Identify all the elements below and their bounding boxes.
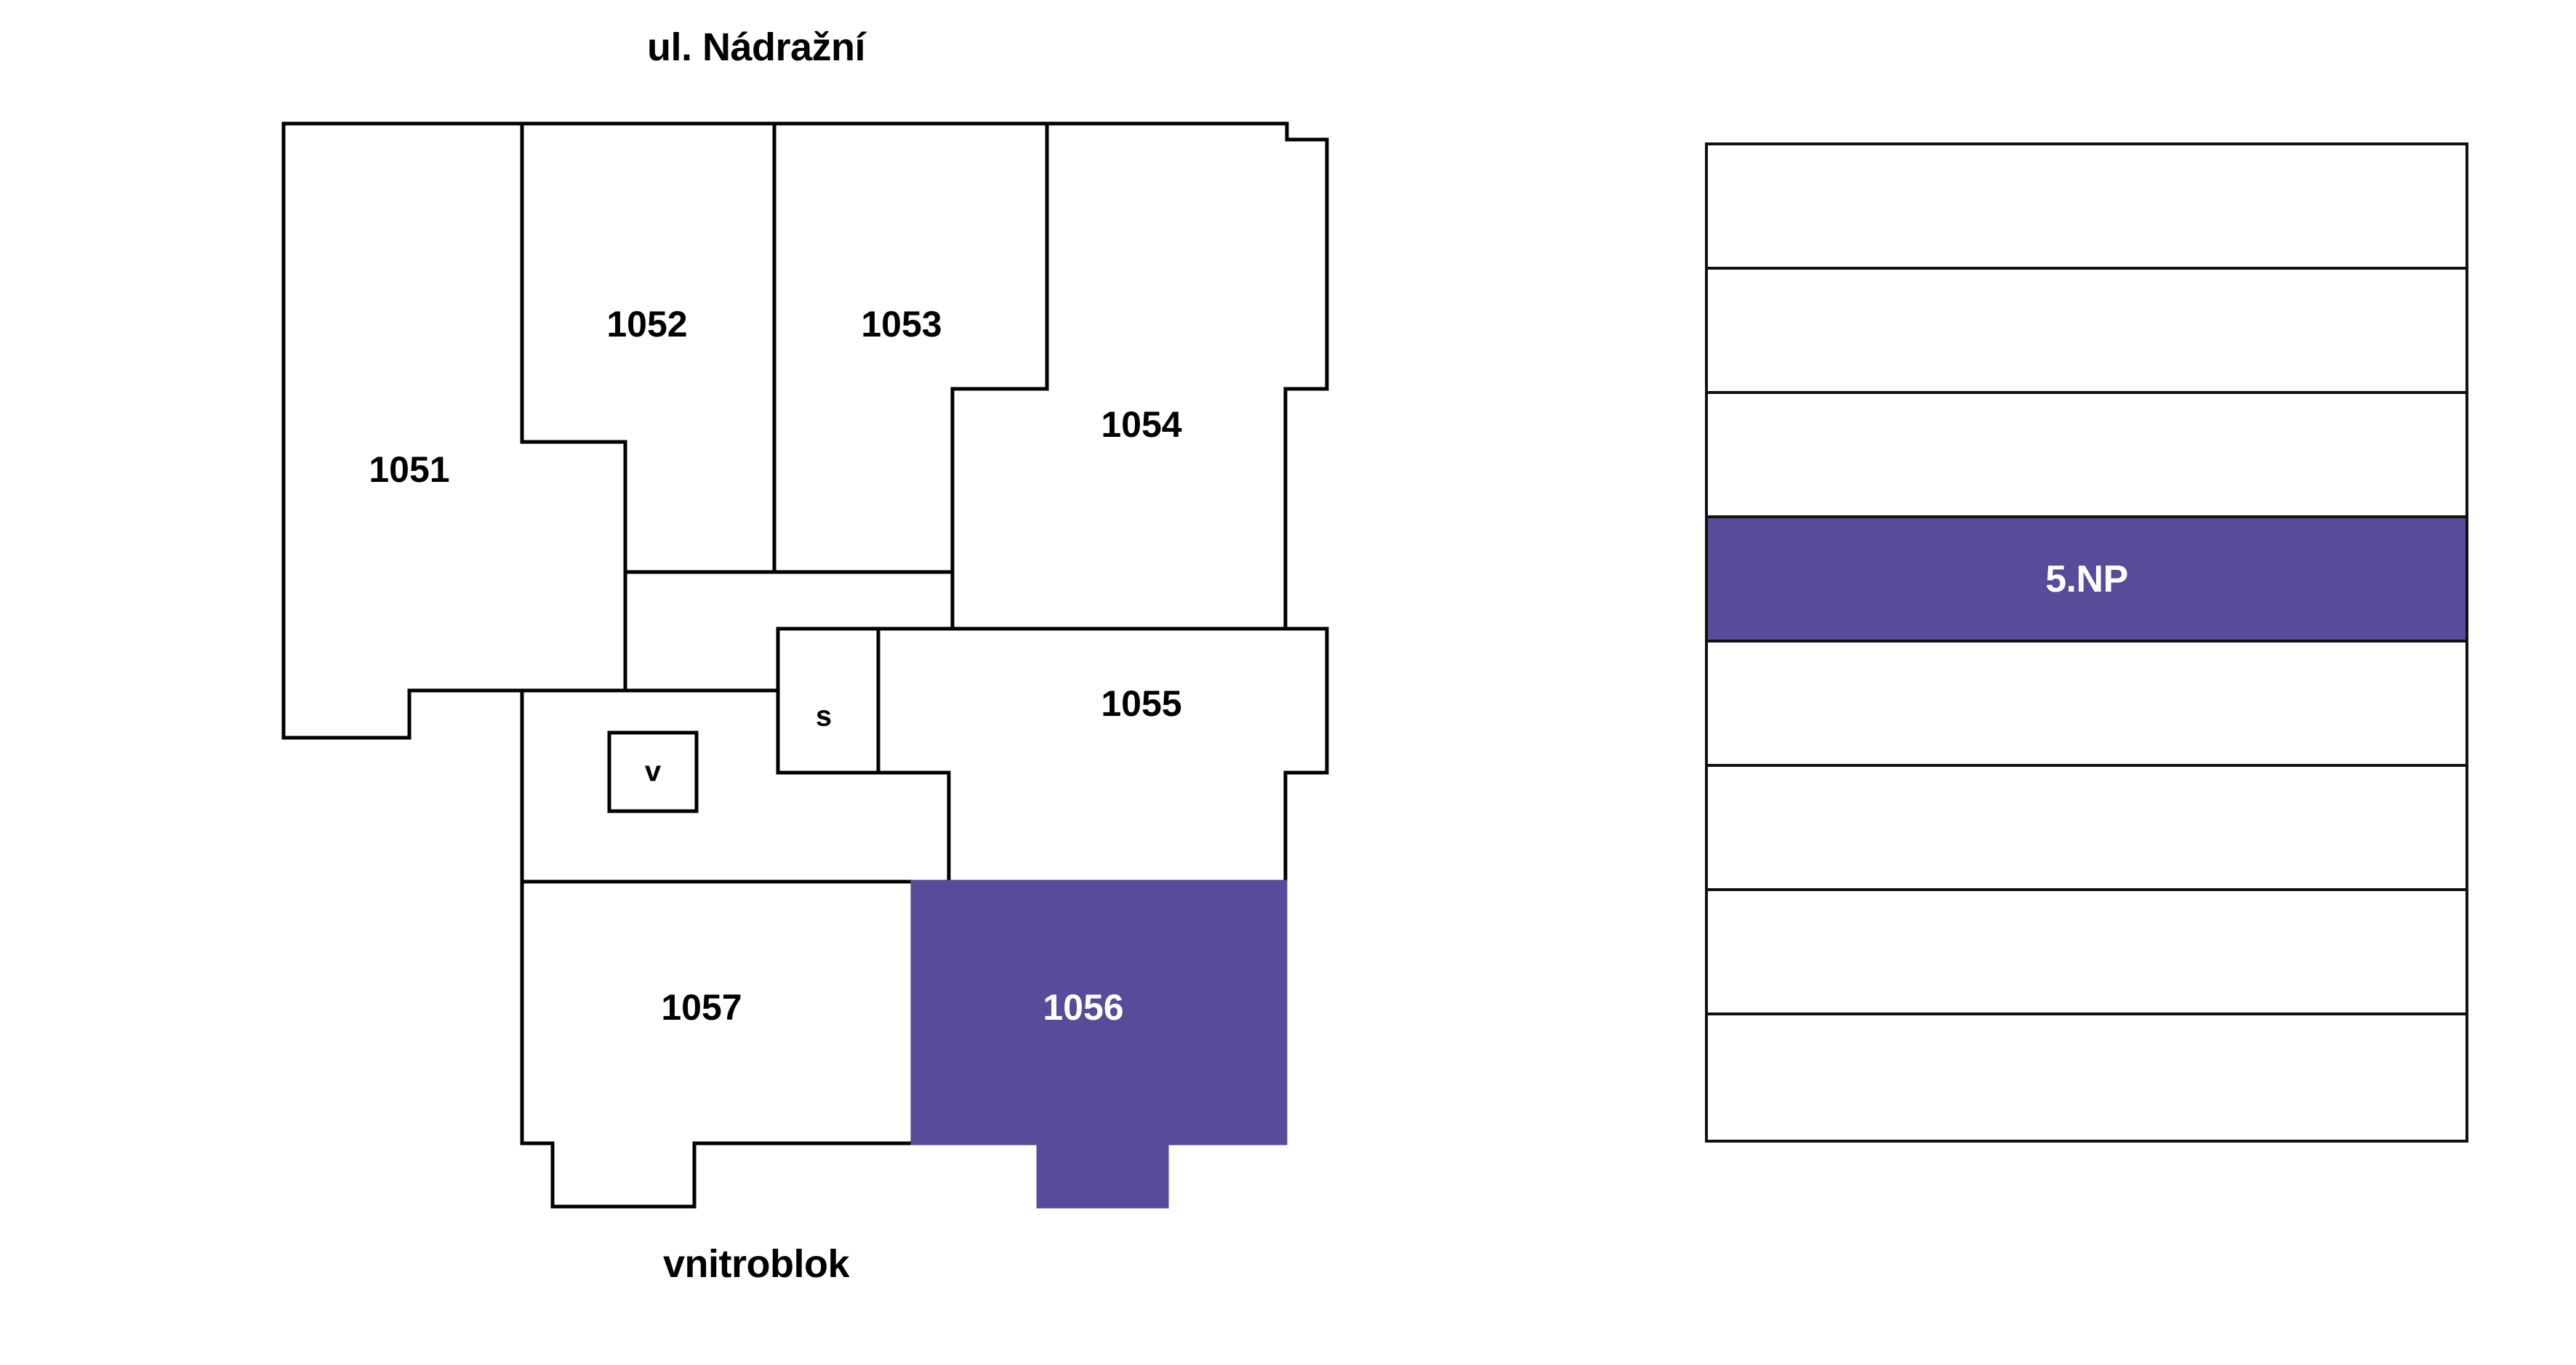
unit-label-1053: 1053 bbox=[861, 304, 942, 345]
utility-label-v: v bbox=[645, 756, 662, 788]
floor-row-6[interactable] bbox=[1708, 394, 2465, 518]
unit-label-1057: 1057 bbox=[661, 987, 742, 1028]
unit-polygon-1054[interactable] bbox=[950, 121, 1329, 631]
utility-label-s: s bbox=[816, 701, 832, 733]
floor-row-3[interactable] bbox=[1708, 767, 2465, 891]
floor-row-8[interactable] bbox=[1708, 145, 2465, 270]
unit-label-1054: 1054 bbox=[1101, 404, 1181, 445]
unit-polygon-1056[interactable] bbox=[910, 879, 1288, 1209]
floor-selector-stack: 5.NP bbox=[1705, 142, 2468, 1143]
floor-row-label-5: 5.NP bbox=[2045, 557, 2128, 600]
floor-row-4[interactable] bbox=[1708, 643, 2465, 767]
unit-label-1056: 1056 bbox=[1043, 987, 1123, 1028]
floor-row-1[interactable] bbox=[1708, 1015, 2465, 1140]
unit-polygon-1057[interactable] bbox=[520, 879, 915, 1209]
floor-row-7[interactable] bbox=[1708, 270, 2465, 394]
floor-plan-panel: ul. Nádražní 1051 1052 bbox=[281, 25, 1329, 1286]
floor-selector-panel: 5.NP bbox=[1672, 0, 2576, 1365]
floor-row-2[interactable] bbox=[1708, 891, 2465, 1015]
floor-row-5-active[interactable]: 5.NP bbox=[1708, 518, 2465, 643]
unit-label-1055: 1055 bbox=[1101, 683, 1181, 724]
street-label-top: ul. Nádražní bbox=[646, 25, 866, 69]
floor-plan-svg: 1051 1052 1053 1054 1055 1056 1057 v s bbox=[281, 121, 1329, 1209]
unit-label-1051: 1051 bbox=[369, 449, 449, 490]
unit-label-1052: 1052 bbox=[606, 304, 687, 345]
courtyard-label-bottom: vnitroblok bbox=[662, 1242, 850, 1286]
utility-room-v[interactable] bbox=[607, 730, 699, 813]
